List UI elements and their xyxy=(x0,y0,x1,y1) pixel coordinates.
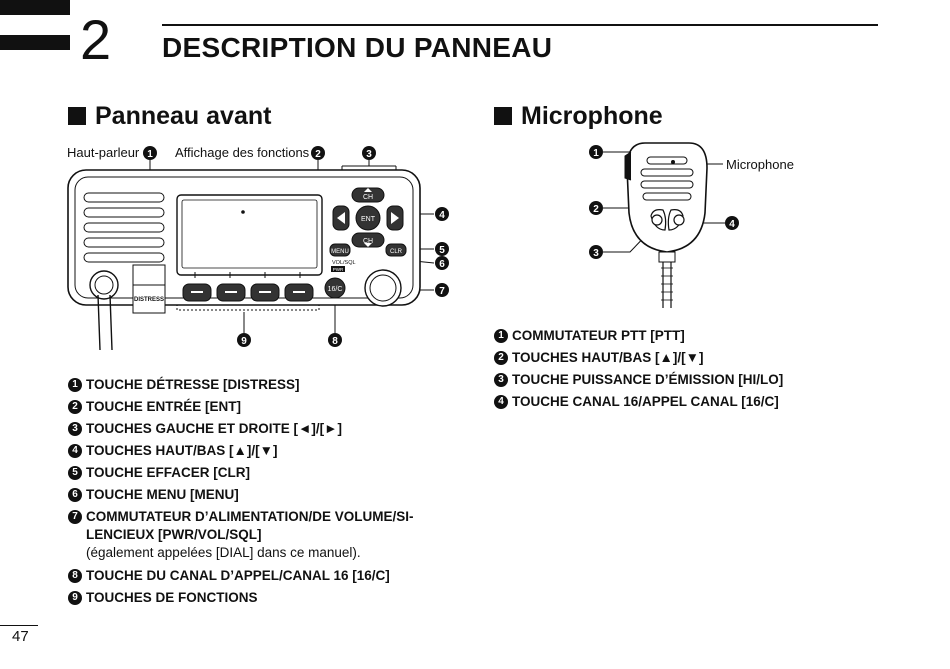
page-number-rule xyxy=(0,625,38,626)
svg-text:3: 3 xyxy=(366,149,372,160)
microphone-list: 1 COMMUTATEUR PTT [PTT] 2 TOUCHES HAUT/B… xyxy=(494,325,894,413)
microphone-heading: Microphone xyxy=(494,100,663,132)
chapter-tab-bar-top xyxy=(0,0,70,15)
front-list-item: 1 TOUCHE DÉTRESSE [DISTRESS] xyxy=(68,374,448,396)
front-callout-5: 5 xyxy=(435,242,449,256)
front-callout-1: 1 xyxy=(143,146,157,160)
svg-text:VOL/SQL: VOL/SQL xyxy=(332,260,356,266)
mic-callout-4: 4 xyxy=(725,216,739,230)
svg-text:5: 5 xyxy=(439,245,445,256)
front-list-item: 5 TOUCHE EFFACER [CLR] xyxy=(68,462,448,484)
svg-text:8: 8 xyxy=(332,336,338,347)
svg-text:3: 3 xyxy=(593,248,599,259)
mic-callout-1: 1 xyxy=(589,145,603,159)
front-list-item: 2 TOUCHE ENTRÉE [ENT] xyxy=(68,396,448,418)
svg-text:CLR: CLR xyxy=(390,249,403,255)
svg-text:2: 2 xyxy=(593,204,599,215)
front-callout-9: 9 xyxy=(237,333,251,347)
front-panel-heading-text: Panneau avant xyxy=(95,102,272,130)
front-callout-2: 2 xyxy=(311,146,325,160)
chapter-tab-bar-bottom xyxy=(0,35,70,50)
front-list-item: 4 TOUCHES HAUT/BAS [▲]/[▼] xyxy=(68,440,448,462)
front-list-item: 7 COMMUTATEUR D’ALIMENTATION/DE VOLUME/S… xyxy=(68,508,448,562)
microphone-heading-text: Microphone xyxy=(521,102,663,130)
section-square-icon xyxy=(68,107,86,125)
front-list-item: 6 TOUCHE MENU [MENU] xyxy=(68,484,448,506)
chapter-rule xyxy=(162,24,878,26)
front-callout-7: 7 xyxy=(435,283,449,297)
svg-text:DISTRESS: DISTRESS xyxy=(134,297,164,303)
section-square-icon xyxy=(494,107,512,125)
svg-text:16/C: 16/C xyxy=(328,286,343,293)
svg-text:4: 4 xyxy=(439,210,445,221)
display-label: Affichage des fonctions xyxy=(175,145,310,160)
page-number: 47 xyxy=(12,628,29,645)
speaker-label: Haut-parleur xyxy=(67,145,140,160)
svg-text:CH: CH xyxy=(363,194,373,201)
microphone-diagram: 1 2 3 4 xyxy=(589,142,739,308)
mic-callout-3: 3 xyxy=(589,245,603,259)
svg-text:1: 1 xyxy=(147,149,153,160)
front-callout-4: 4 xyxy=(435,207,449,221)
chapter-title: DESCRIPTION DU PANNEAU xyxy=(162,32,553,63)
svg-text:ENT: ENT xyxy=(361,216,376,223)
svg-text:1: 1 xyxy=(593,148,599,159)
direction-pad: CH CH ENT xyxy=(332,187,404,248)
front-list-item: 8 TOUCHE DU CANAL D’APPEL/CANAL 16 [16/C… xyxy=(68,565,448,587)
microphone-label: Microphone xyxy=(726,157,794,172)
svg-text:2: 2 xyxy=(315,149,321,160)
svg-text:9: 9 xyxy=(241,336,247,347)
front-list-item: 9 TOUCHES DE FONCTIONS xyxy=(68,587,448,609)
front-callout-8: 8 xyxy=(328,333,342,347)
chapter-number: 2 xyxy=(80,8,112,71)
front-panel-heading: Panneau avant xyxy=(68,100,271,132)
svg-text:MENU: MENU xyxy=(331,249,349,255)
front-panel-diagram: 1 2 3 4 5 6 7 8 9 xyxy=(67,146,449,351)
svg-text:PWR: PWR xyxy=(333,267,344,272)
svg-text:6: 6 xyxy=(439,259,445,270)
svg-text:7: 7 xyxy=(439,286,445,297)
front-callout-3: 3 xyxy=(362,146,376,160)
mic-list-item: 3 TOUCHE PUISSANCE D’ÉMISSION [HI/LO] xyxy=(494,369,894,391)
svg-text:4: 4 xyxy=(729,219,735,230)
mic-callout-2: 2 xyxy=(589,201,603,215)
mic-list-item: 1 COMMUTATEUR PTT [PTT] xyxy=(494,325,894,347)
mic-list-item: 2 TOUCHES HAUT/BAS [▲]/[▼] xyxy=(494,347,894,369)
front-panel-list: 1 TOUCHE DÉTRESSE [DISTRESS] 2 TOUCHE EN… xyxy=(68,374,448,609)
front-callout-6: 6 xyxy=(435,256,449,270)
front-list-item: 3 TOUCHES GAUCHE ET DROITE [◄]/[►] xyxy=(68,418,448,440)
svg-text:CH: CH xyxy=(363,238,373,245)
mic-list-item: 4 TOUCHE CANAL 16/APPEL CANAL [16/C] xyxy=(494,391,894,413)
